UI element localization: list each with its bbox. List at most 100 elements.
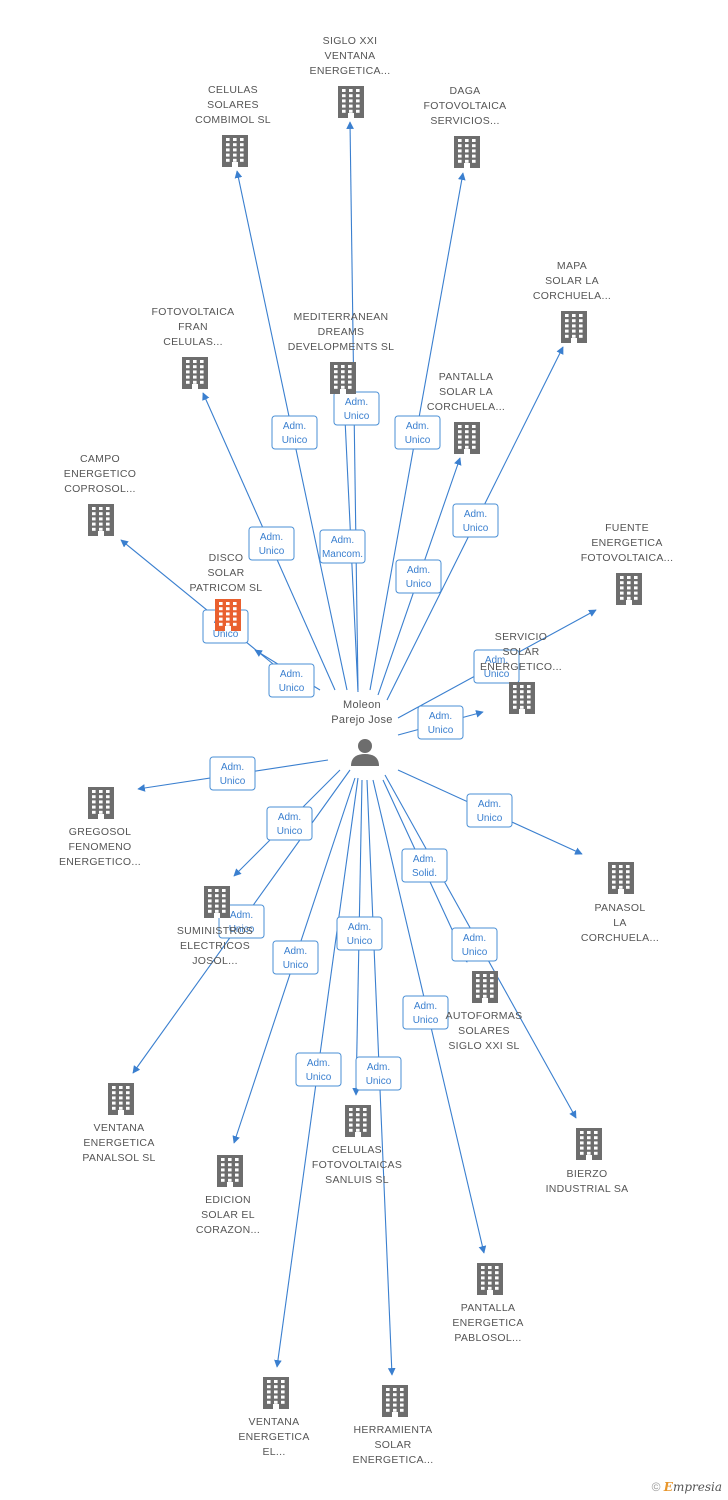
building-icon[interactable] (217, 1155, 243, 1187)
relation-label-14[interactable]: Adm.Solid. (401, 848, 448, 883)
relation-label-3[interactable]: Adm.Unico (452, 503, 499, 538)
building-icon-window (363, 1128, 367, 1132)
building-icon[interactable] (576, 1128, 602, 1160)
relation-label-15[interactable]: Adm.Unico (218, 904, 265, 939)
building-icon[interactable] (477, 1263, 503, 1295)
relation-label-6[interactable]: Adm.Unico (395, 559, 442, 594)
building-icon[interactable] (345, 1105, 371, 1137)
relation-label-12[interactable]: Adm.Unico (466, 793, 513, 828)
building-icon[interactable] (88, 787, 114, 819)
relation-label-5[interactable]: Adm.Mancom. (319, 529, 366, 564)
relation-label-8[interactable]: Adm.Unico (473, 649, 520, 684)
building-icon-window (627, 581, 631, 585)
building-icon[interactable] (338, 86, 364, 118)
brand-logo[interactable]: Empresia (663, 1480, 722, 1494)
relation-label-18[interactable]: Adm.Unico (272, 940, 319, 975)
relation-label-9[interactable]: Adm.Unico (268, 663, 315, 698)
building-icon[interactable] (88, 504, 114, 536)
building-icon[interactable] (382, 1385, 408, 1417)
building-icon-window (348, 365, 352, 368)
building-icon[interactable] (616, 573, 642, 605)
building-icon[interactable] (215, 599, 241, 631)
relation-label-1[interactable]: Adm.Unico (271, 415, 318, 450)
building-icon-window (215, 904, 219, 908)
relation-text: Unico (484, 669, 510, 680)
relation-label-16[interactable]: Adm.Unico (451, 927, 498, 962)
building-icon-window (472, 149, 476, 153)
relation-label-17[interactable]: Adm.Unico (336, 916, 383, 951)
relation-label-0[interactable]: Adm.Unico (333, 391, 380, 426)
building-icon-door (273, 1404, 279, 1409)
building-icon[interactable] (182, 357, 208, 389)
relation-label-21[interactable]: Adm.Unico (355, 1056, 402, 1091)
relation-label-13[interactable]: Adm.Unico (266, 806, 313, 841)
relation-label-20[interactable]: Adm.Unico (295, 1052, 342, 1087)
building-icon[interactable] (108, 1083, 134, 1115)
building-icon[interactable] (509, 682, 535, 714)
building-icon[interactable] (222, 135, 248, 167)
building-icon-window (349, 99, 353, 103)
relation-label-11[interactable]: Adm.Unico (209, 756, 256, 791)
building-icon[interactable] (608, 862, 634, 894)
building-icon[interactable] (561, 311, 587, 343)
building-icon-window (483, 974, 487, 977)
building-icon[interactable] (330, 362, 356, 394)
relation-label-19[interactable]: Adm.Unico (402, 995, 449, 1030)
relation-label-4[interactable]: Adm.Unico (248, 526, 295, 561)
relation-label-10[interactable]: Adm.Unico (417, 705, 464, 740)
building-icon[interactable] (263, 1377, 289, 1409)
building-icon-window (221, 1168, 225, 1172)
building-icon[interactable] (454, 422, 480, 454)
building-icon[interactable] (454, 136, 480, 168)
relation-label-2[interactable]: Adm.Unico (394, 415, 441, 450)
building-icon[interactable] (204, 886, 230, 918)
building-icon[interactable] (472, 971, 498, 1003)
